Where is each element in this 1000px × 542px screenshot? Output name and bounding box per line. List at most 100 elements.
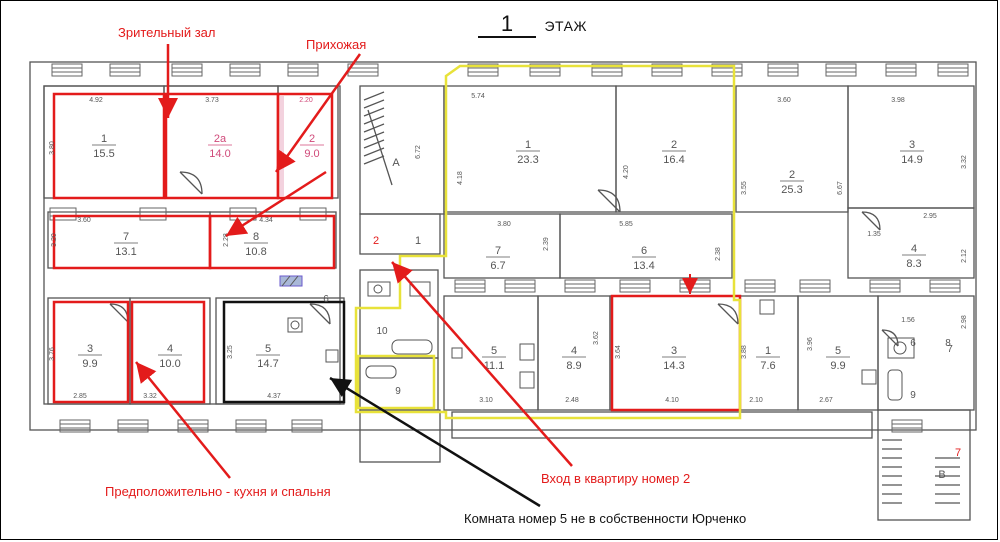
sink-fixture: [759, 299, 775, 315]
plan-label: 3.88: [741, 345, 748, 359]
window: [51, 63, 83, 77]
room-area: 16.4: [663, 154, 684, 166]
room-number: 6: [641, 245, 647, 257]
plan-label: 4.92: [89, 97, 103, 104]
door-swing: [717, 303, 739, 325]
plan-label: 4.34: [259, 217, 273, 224]
annotation-room5: Комната номер 5 не в собственности Юрчен…: [464, 511, 747, 526]
walls: [29, 61, 977, 521]
room-area: 9.0: [304, 148, 319, 160]
room-area: 10.8: [245, 246, 266, 258]
plan-label: 1.35: [867, 231, 881, 238]
window: [299, 207, 327, 221]
stair-step: [363, 131, 385, 141]
arrow-to-corridor: [225, 170, 327, 238]
wall-segment: [359, 213, 441, 255]
plan-label: 5.85: [619, 221, 633, 228]
floor-number: 1: [478, 12, 536, 38]
stair-step: [363, 91, 385, 101]
wall-segment: [559, 213, 733, 279]
plan-label: 2.39: [543, 237, 550, 251]
room-number: 1: [101, 133, 107, 145]
highlight-yellow-bath: [356, 354, 436, 410]
room-area: 10.0: [159, 358, 180, 370]
plan-label: 2: [373, 235, 379, 247]
room-label-r-2: 225.3: [780, 169, 804, 196]
room-number: 3: [909, 139, 915, 151]
room-number: 7: [495, 245, 501, 257]
room-area: 14.7: [257, 358, 278, 370]
bathtub-fixture: [365, 365, 397, 379]
plan-label: 3.73: [205, 97, 219, 104]
toilet-bowl: [893, 341, 907, 355]
annotation-kitchen-bedroom: Предположительно - кухня и спальня: [105, 484, 331, 499]
plan-label: A: [392, 157, 400, 169]
door-swing: [179, 171, 203, 195]
stair-step: [363, 115, 385, 125]
plan-label: 3.80: [497, 221, 511, 228]
sink-fixture: [451, 347, 463, 359]
window: [799, 279, 831, 293]
pink-wall: [280, 96, 284, 196]
door-swing: [861, 211, 881, 231]
plan-label: 1.56: [901, 317, 915, 324]
plan-label: 3.32: [961, 155, 968, 169]
room-label-l-2: 29.0: [300, 133, 324, 160]
annotation-arrows: [135, 44, 698, 508]
hatch-line: [289, 275, 299, 287]
window: [679, 279, 711, 293]
window: [59, 419, 91, 433]
stair-step: [363, 139, 385, 149]
plan-label: 2.20: [299, 97, 313, 104]
window: [454, 279, 486, 293]
arrow-to-hall-2: [274, 53, 362, 173]
room-label-l-4: 410.0: [158, 343, 182, 370]
room-area: 7.6: [760, 360, 775, 372]
wall-segment: [451, 411, 873, 439]
window: [229, 63, 261, 77]
room-label-r-5: 59.9: [826, 345, 850, 372]
window: [767, 63, 799, 77]
plan-label: 3.10: [479, 397, 493, 404]
highlight-red: [164, 92, 280, 200]
window: [49, 207, 77, 221]
window: [467, 63, 499, 77]
room-area: 6.7: [490, 260, 505, 272]
room-number: 2: [671, 139, 677, 151]
plan-label: 2.67: [819, 397, 833, 404]
room-number: 8: [253, 231, 259, 243]
room-labels: 115.52a14.029.0713.1810.839.9410.0514.71…: [78, 133, 926, 372]
plan-label: 6: [910, 338, 916, 349]
plan-label: 2.98: [961, 315, 968, 329]
wall-segment: [847, 207, 975, 279]
room-label-l-5: 514.7: [256, 343, 280, 370]
window: [564, 279, 596, 293]
highlight-red: [52, 300, 130, 404]
plan-label: 7: [947, 344, 953, 355]
room-number: 3: [87, 343, 93, 355]
plan-label: 3.62: [593, 331, 600, 345]
room-label-c-3: 314.3: [662, 345, 686, 372]
window: [619, 279, 651, 293]
plan-label: 2.48: [565, 397, 579, 404]
window: [891, 419, 923, 433]
room-number: 5: [835, 345, 841, 357]
room-label-l-7: 713.1: [114, 231, 138, 258]
room-label-l-3: 39.9: [78, 343, 102, 370]
stair-step: [363, 99, 385, 109]
plan-label: 3.32: [143, 393, 157, 400]
room-area: 23.3: [517, 154, 538, 166]
stair-step: [363, 107, 385, 117]
toilet-fixture: [887, 337, 915, 359]
toilet-fixture: [367, 281, 391, 297]
plan-label: 4.18: [457, 171, 464, 185]
window: [109, 63, 141, 77]
room-number: 1: [525, 139, 531, 151]
plan-label: 3.60: [77, 217, 91, 224]
room-area: 25.3: [781, 184, 802, 196]
stair-line: [367, 109, 393, 186]
room-number: 7: [123, 231, 129, 243]
plan-label: 6.67: [837, 181, 844, 195]
